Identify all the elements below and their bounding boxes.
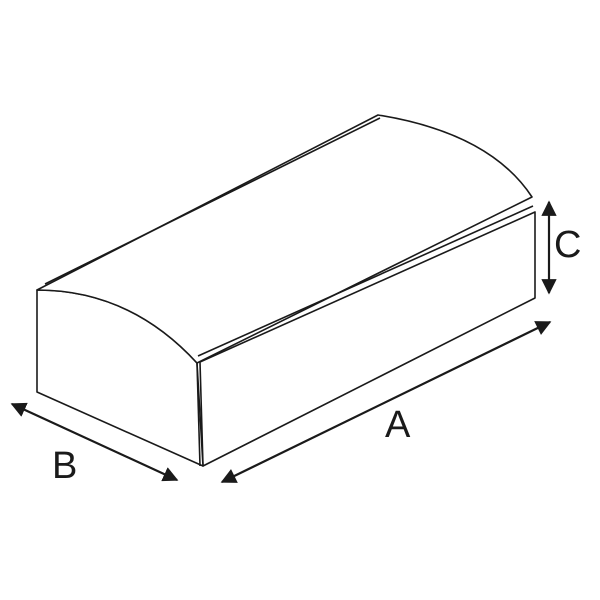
dimension-c-label: C [554, 224, 581, 266]
top-edge-line [44, 117, 381, 285]
box-shape [36, 114, 536, 467]
dimension-b-label: B [52, 445, 77, 487]
dimension-b-arrow [10, 402, 179, 482]
dimension-arrows [10, 200, 557, 483]
left-end-front-edge [196, 362, 201, 467]
dimension-a-label: A [385, 404, 411, 446]
curved-top-face [36, 114, 533, 364]
dimension-a-arrow [220, 321, 552, 483]
